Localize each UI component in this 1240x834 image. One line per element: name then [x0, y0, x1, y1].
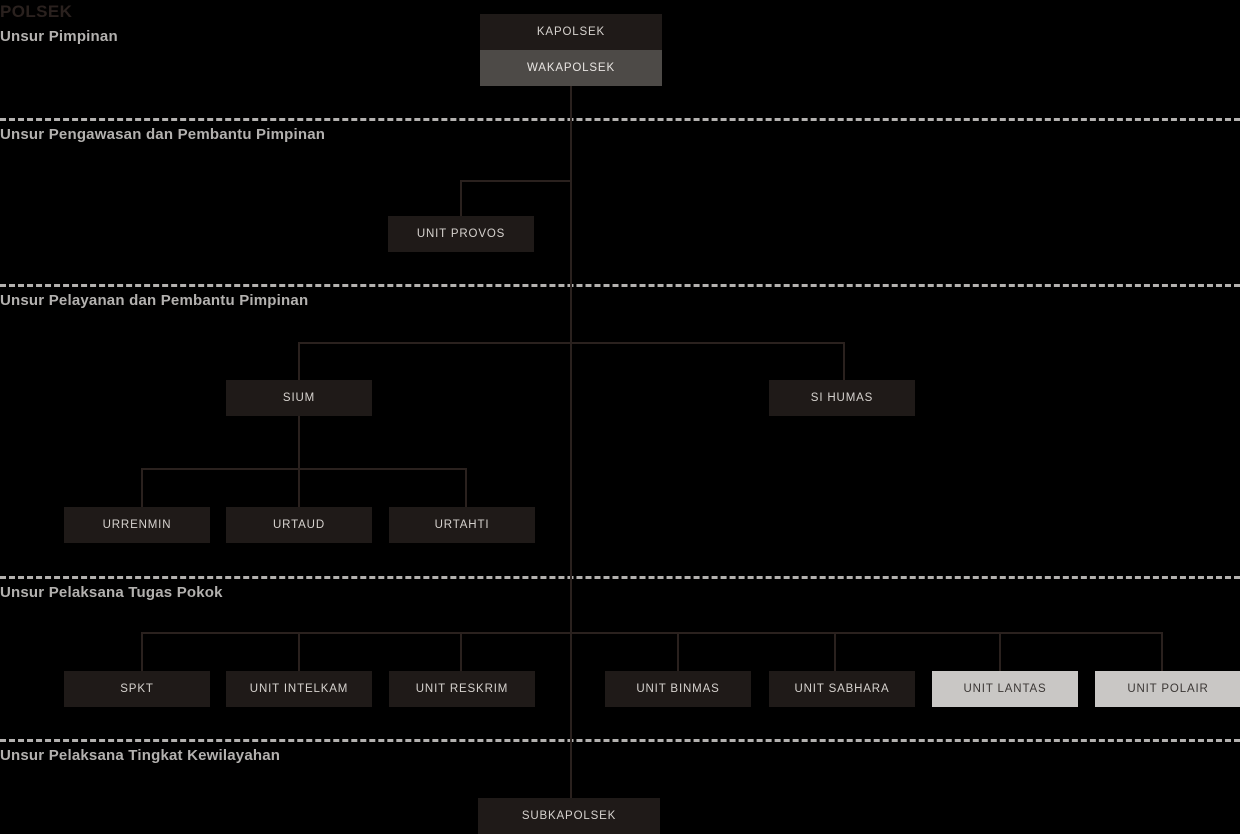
connector-provos-vertical [460, 180, 462, 216]
connector-sabhara-drop [834, 632, 836, 671]
node-subkapolsek[interactable]: SUBKAPOLSEK [478, 798, 660, 834]
node-unit-binmas[interactable]: UNIT BINMAS [605, 671, 751, 707]
divider-pelayanan [0, 284, 1240, 287]
divider-kewilayahan [0, 739, 1240, 742]
section-label-unsur-pengawasan: Unsur Pengawasan dan Pembantu Pimpinan [0, 126, 326, 143]
connector-sium-drop [298, 342, 300, 380]
node-unit-polair[interactable]: UNIT POLAIR [1095, 671, 1240, 707]
connector-intelkam-drop [298, 632, 300, 671]
node-unit-intelkam[interactable]: UNIT INTELKAM [226, 671, 372, 707]
divider-pengawasan [0, 118, 1240, 121]
node-sium[interactable]: SIUM [226, 380, 372, 416]
connector-pelayanan-bus [299, 342, 845, 344]
node-urtaud[interactable]: URTAUD [226, 507, 372, 543]
node-si-humas[interactable]: SI HUMAS [769, 380, 915, 416]
connector-provos-horizontal [460, 180, 572, 182]
divider-tugas-pokok [0, 576, 1240, 579]
node-wakapolsek[interactable]: WAKAPOLSEK [480, 50, 662, 86]
node-unit-sabhara[interactable]: UNIT SABHARA [769, 671, 915, 707]
connector-sium-children-bus [141, 468, 467, 470]
connector-sium-stem [298, 415, 300, 507]
connector-lantas-drop [999, 632, 1001, 671]
node-urtahti[interactable]: URTAHTI [389, 507, 535, 543]
node-unit-reskrim[interactable]: UNIT RESKRIM [389, 671, 535, 707]
connector-sihumas-drop [843, 342, 845, 380]
node-kapolsek[interactable]: KAPOLSEK [480, 14, 662, 50]
section-label-unsur-pimpinan: Unsur Pimpinan [0, 28, 118, 45]
connector-urrenmin-drop [141, 468, 143, 507]
node-spkt[interactable]: SPKT [64, 671, 210, 707]
section-label-unsur-pelayanan: Unsur Pelayanan dan Pembantu Pimpinan [0, 292, 309, 309]
node-unit-provos[interactable]: UNIT PROVOS [388, 216, 534, 252]
connector-spkt-drop [141, 632, 143, 671]
page-title: POLSEK [0, 2, 73, 21]
section-label-unsur-tugas-pokok: Unsur Pelaksana Tugas Pokok [0, 584, 223, 601]
node-unit-lantas[interactable]: UNIT LANTAS [932, 671, 1078, 707]
section-label-unsur-kewilayahan: Unsur Pelaksana Tingkat Kewilayahan [0, 747, 281, 764]
trunk-line [570, 86, 572, 798]
connector-tugas-pokok-bus [141, 632, 1163, 634]
connector-urtahti-drop [465, 468, 467, 507]
connector-reskrim-drop [460, 632, 462, 671]
connector-binmas-drop [677, 632, 679, 671]
connector-polair-drop [1161, 632, 1163, 671]
node-urrenmin[interactable]: URRENMIN [64, 507, 210, 543]
